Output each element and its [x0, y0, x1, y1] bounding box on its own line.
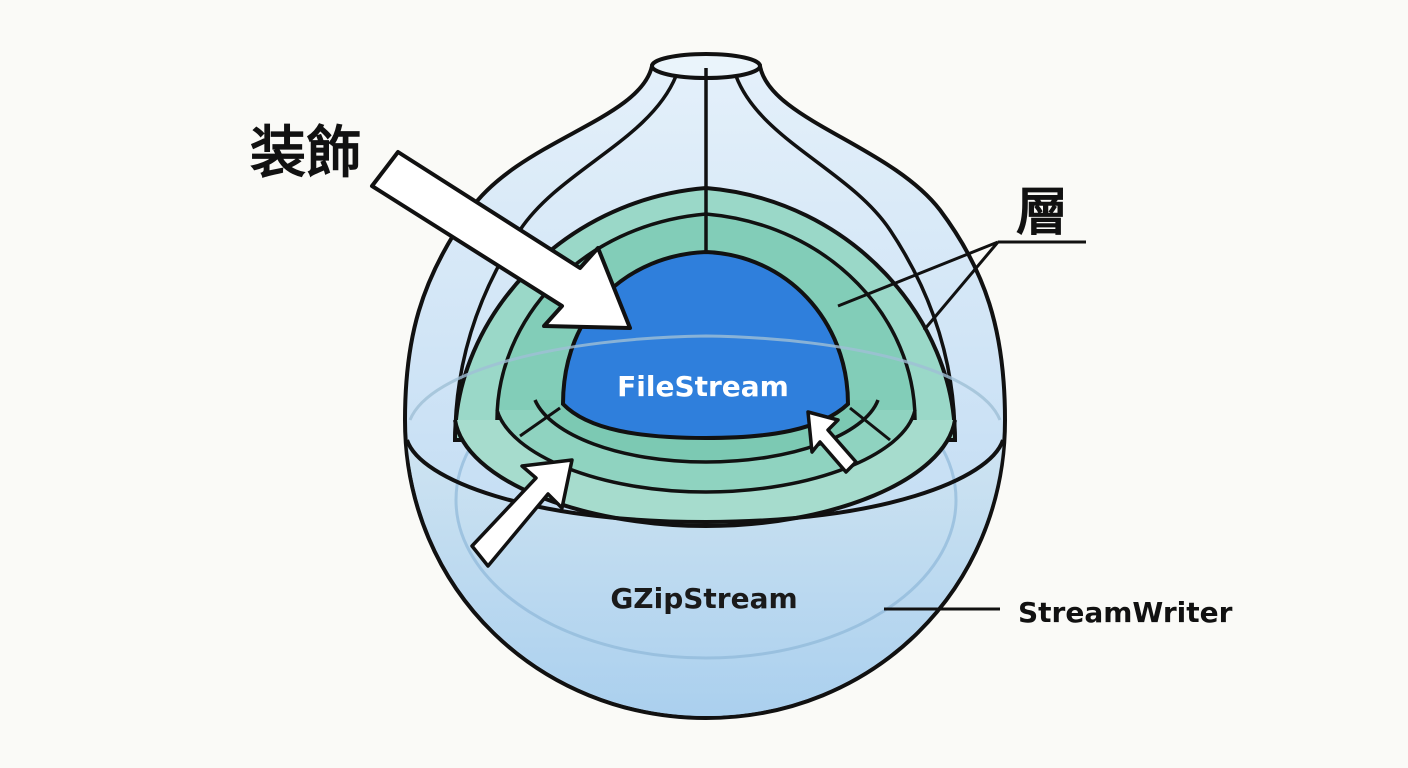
bowl-divider-right [849, 406, 891, 442]
small-arrow-left [470, 458, 574, 568]
middle-label: GZipStream [610, 582, 797, 615]
layer-leader-1 [837, 240, 999, 308]
core-layer [560, 249, 851, 441]
outer-layer-inner-line-right [734, 75, 957, 441]
outer-label: StreamWriter [1018, 596, 1233, 629]
cursor-arrow [806, 410, 858, 474]
decoration-label: 装飾 [250, 121, 362, 186]
water-surface-line [405, 439, 1005, 525]
layer-label: 層 [1016, 183, 1068, 243]
core-label: FileStream [617, 370, 789, 403]
decoration-arrow [370, 150, 632, 330]
bowl-divider-left [519, 406, 561, 438]
water-surface-back [408, 334, 1002, 421]
layer-leader-2 [922, 241, 1000, 331]
